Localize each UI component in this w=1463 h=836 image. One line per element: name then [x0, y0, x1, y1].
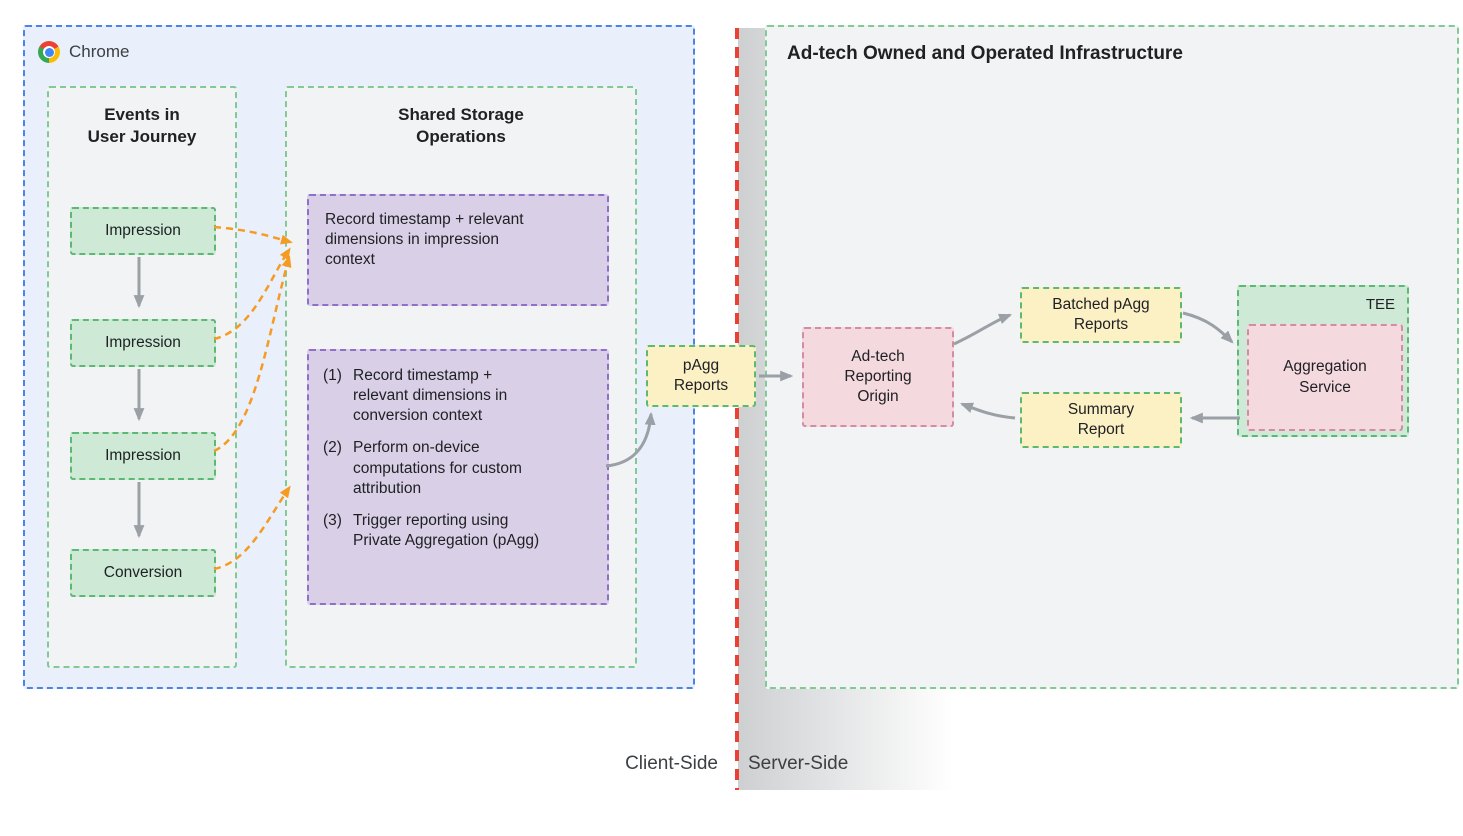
- events-panel-title: Events in User Journey: [87, 105, 197, 147]
- adtech-infrastructure-panel: Ad-tech Owned and Operated Infrastructur…: [765, 25, 1459, 689]
- tee-container: TEE Aggregation Service: [1237, 285, 1409, 437]
- event-impression-2: Impression: [70, 319, 216, 367]
- event-impression-3: Impression: [70, 432, 216, 480]
- shared-storage-panel: Shared Storage Operations Record timesta…: [285, 86, 637, 668]
- operation-number: (3): [323, 511, 342, 529]
- chrome-label: Chrome: [69, 42, 130, 61]
- impression-operation-box: Record timestamp + relevant dimensions i…: [307, 194, 609, 306]
- operation-text: Trigger reporting using Private Aggregat…: [353, 511, 540, 549]
- summary-report-node: Summary Report: [1020, 392, 1182, 448]
- client-side-label: Client-Side: [625, 753, 718, 774]
- aggregation-service-node: Aggregation Service: [1247, 324, 1403, 431]
- operation-item-1: (1) Record timestamp + relevant dimensio…: [323, 366, 595, 426]
- batched-pagg-reports-node: Batched pAgg Reports: [1020, 287, 1182, 343]
- adtech-infrastructure-title: Ad-tech Owned and Operated Infrastructur…: [787, 43, 1183, 64]
- pagg-reports-node: pAgg Reports: [646, 345, 756, 407]
- operation-text: Record timestamp + relevant dimensions i…: [353, 367, 508, 425]
- shared-storage-panel-title: Shared Storage Operations: [398, 105, 524, 147]
- client-server-divider: [735, 28, 739, 790]
- tee-label: TEE: [1365, 296, 1395, 313]
- chrome-logo-inner-ring: [43, 46, 55, 58]
- chrome-header: Chrome: [38, 41, 129, 63]
- operation-number: (2): [323, 439, 342, 457]
- operation-number: (1): [323, 367, 342, 384]
- operation-item-2: (2) Perform on-device computations for c…: [323, 438, 595, 498]
- event-conversion: Conversion: [70, 549, 216, 597]
- server-side-label: Server-Side: [748, 753, 849, 774]
- event-impression-1: Impression: [70, 207, 216, 255]
- chrome-logo-center: [44, 47, 54, 57]
- operation-item-3: (3) Trigger reporting using Private Aggr…: [323, 511, 595, 551]
- operation-text: Perform on-device computations for custo…: [353, 439, 522, 497]
- conversion-operations-box: (1) Record timestamp + relevant dimensio…: [307, 349, 609, 605]
- adtech-reporting-origin-node: Ad-tech Reporting Origin: [802, 327, 954, 427]
- chrome-client-container: Chrome Events in User Journey Impression…: [23, 25, 695, 689]
- chrome-logo-icon: [38, 41, 60, 63]
- events-panel: Events in User Journey Impression Impres…: [47, 86, 237, 668]
